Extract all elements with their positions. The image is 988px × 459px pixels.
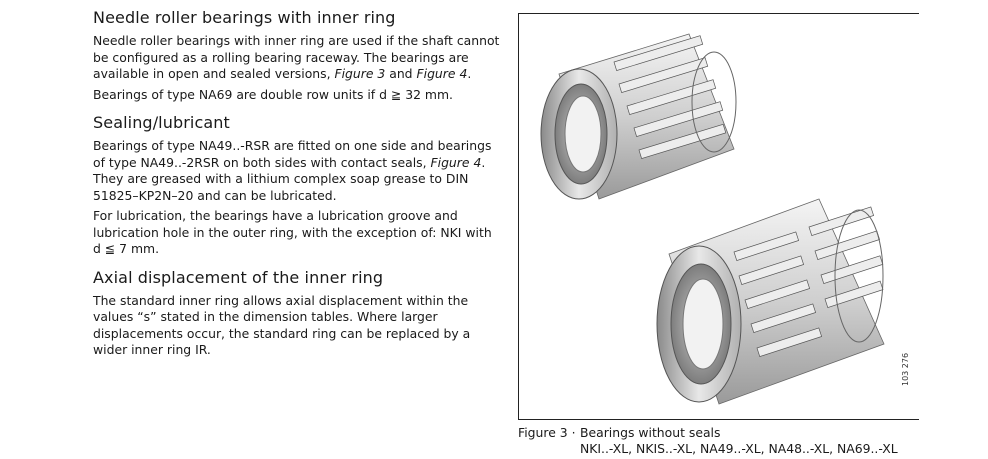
paragraph-seals: Bearings of type NA49..-RSR are fitted o… xyxy=(93,138,503,204)
text: . They are greased with a lithium comple… xyxy=(93,154,486,203)
text: . xyxy=(467,66,472,81)
heading-inner-ring: Needle roller bearings with inner ring xyxy=(93,8,396,27)
figure-frame xyxy=(518,13,919,420)
figure-caption: Figure 3 · Bearings without seals NKI..-X… xyxy=(518,425,898,457)
paragraph-na69: Bearings of type NA69 are double row uni… xyxy=(93,86,453,102)
section-inner-ring: Needle roller bearings with inner ring N… xyxy=(93,8,503,103)
heading-axial: Axial displacement of the inner ring xyxy=(93,267,384,287)
caption-label: Figure 3 · xyxy=(518,425,576,440)
figure-4-ref[interactable]: Figure 4 xyxy=(430,154,482,170)
caption-title: Bearings without seals xyxy=(580,425,721,440)
figure-3-ref[interactable]: Figure 3 xyxy=(334,66,386,81)
heading-sealing: Sealing/lubricant xyxy=(93,113,230,132)
caption-line-1: Figure 3 · Bearings without seals xyxy=(518,425,898,441)
text: and xyxy=(385,66,417,81)
paragraph-axial: The standard inner ring allows axial dis… xyxy=(93,292,471,358)
paragraph-lubrication: For lubrication, the bearings have a lub… xyxy=(93,208,492,256)
section-sealing: Sealing/lubricant Bearings of type NA49.… xyxy=(93,113,503,258)
bearing-double-row xyxy=(656,198,885,405)
text-column: Needle roller bearings with inner ring N… xyxy=(93,8,503,369)
figure-4-ref[interactable]: Figure 4 xyxy=(416,66,468,81)
bearing-single-row xyxy=(540,33,737,200)
caption-types: NKI..-XL, NKIS..-XL, NA49..-XL, NA48..-X… xyxy=(580,441,898,456)
bearings-illustration xyxy=(540,33,885,405)
section-axial: Axial displacement of the inner ring The… xyxy=(93,268,503,359)
text: Bearings of type NA49..-RSR are fitted o… xyxy=(93,138,492,170)
text: Needle roller bearings with inner ring a… xyxy=(93,33,500,81)
paragraph-inner-ring-usage: Needle roller bearings with inner ring a… xyxy=(93,33,503,83)
figure-code: 103 276 xyxy=(901,352,910,386)
